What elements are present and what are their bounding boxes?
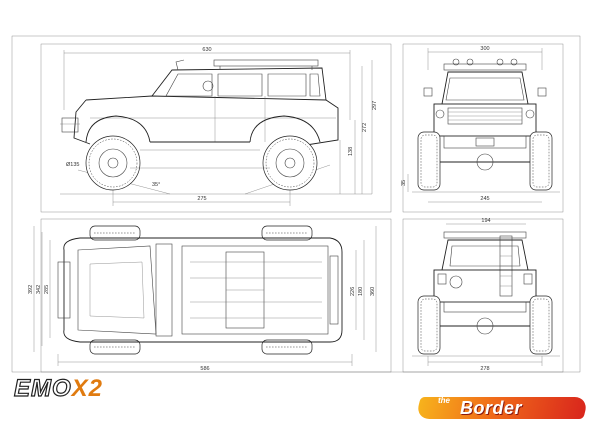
dim-side-length: 630 xyxy=(202,47,211,53)
top-view: 586 392 342 285 226 180 360 xyxy=(28,225,377,372)
dim-side-wheelbase: 275 xyxy=(197,196,206,202)
dim-top-width-2: 342 xyxy=(36,285,42,294)
brand-logo-suffix: X2 xyxy=(71,375,104,402)
dim-front-left: 35 xyxy=(401,180,407,186)
dim-rear-track: 278 xyxy=(480,366,489,372)
dim-top-length: 586 xyxy=(200,366,209,372)
dim-rear-top: 194 xyxy=(481,218,490,224)
front-view: 300 245 35 xyxy=(401,46,560,203)
sheet-frames xyxy=(11,35,581,373)
side-view: 630 297 272 138 275 Ø135 35° xyxy=(60,47,378,206)
rear-view: 194 278 xyxy=(412,218,560,372)
dealer-logo: the Border xyxy=(415,395,589,423)
dim-side-height: 297 xyxy=(372,101,378,110)
dealer-logo-small-text: the xyxy=(438,396,450,405)
brand-logo-text: EMO xyxy=(13,374,72,402)
dim-top-right-2: 180 xyxy=(358,287,364,296)
dim-top-width-3: 285 xyxy=(44,285,50,294)
dim-front-track: 245 xyxy=(480,196,489,202)
brand-logo: EMOX2 xyxy=(13,374,134,407)
dim-side-roof-height: 272 xyxy=(362,123,368,132)
dim-front-width: 300 xyxy=(480,46,489,52)
dim-side-angle: 35° xyxy=(152,182,160,188)
dim-top-right-1: 226 xyxy=(350,287,356,296)
dim-side-wheel: Ø135 xyxy=(66,162,79,168)
dim-top-right-3: 360 xyxy=(370,287,376,296)
dim-top-width-1: 392 xyxy=(28,285,34,294)
dealer-logo-large-text: Border xyxy=(460,398,523,418)
dim-side-body-height: 138 xyxy=(348,147,354,156)
